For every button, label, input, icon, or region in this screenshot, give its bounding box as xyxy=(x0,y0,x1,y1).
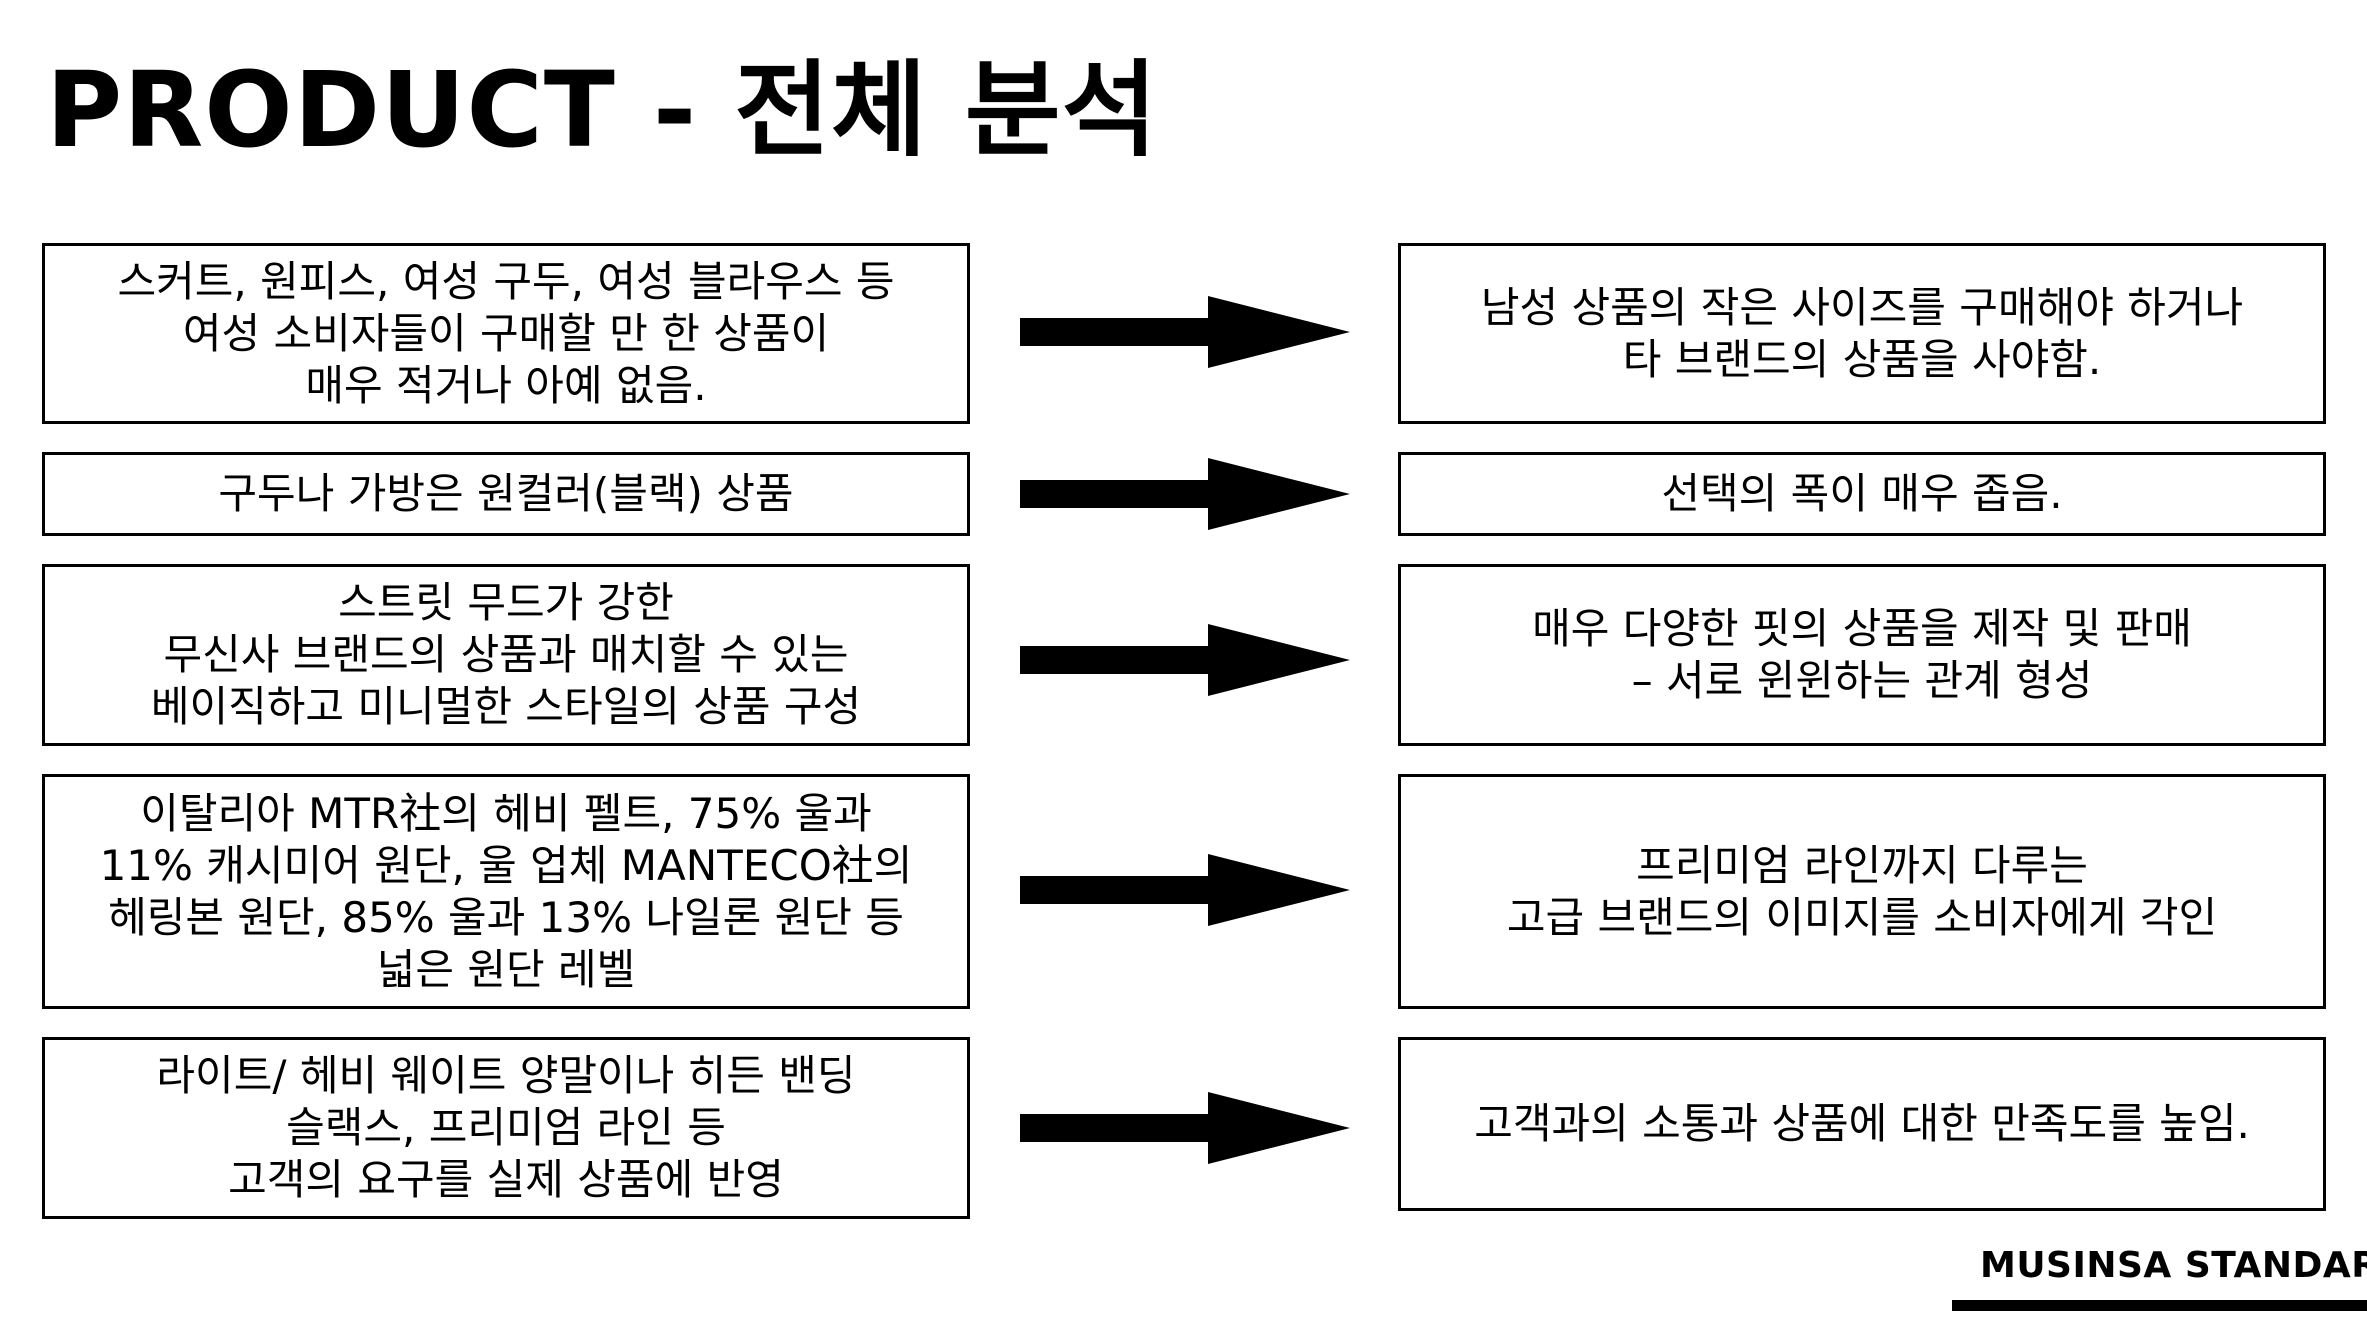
result-box-5: 고객과의 소통과 상품에 대한 만족도를 높임. xyxy=(1398,1037,2326,1211)
right-arrow-icon xyxy=(1020,296,1350,368)
problem-box-3: 스트릿 무드가 강한 무신사 브랜드의 상품과 매치할 수 있는 베이직하고 미… xyxy=(42,564,970,746)
result-box-2: 선택의 폭이 매우 좁음. xyxy=(1398,452,2326,536)
right-arrow-icon xyxy=(1020,624,1350,696)
brand-underline xyxy=(1952,1300,2367,1311)
result-box-3: 매우 다양한 핏의 상품을 제작 및 판매 – 서로 윈윈하는 관계 형성 xyxy=(1398,564,2326,746)
problem-box-2: 구두나 가방은 원컬러(블랙) 상품 xyxy=(42,452,970,536)
result-box-1: 남성 상품의 작은 사이즈를 구매해야 하거나 타 브랜드의 상품을 사야함. xyxy=(1398,243,2326,424)
page-title: PRODUCT - 전체 분석 xyxy=(46,49,1159,171)
result-box-4: 프리미엄 라인까지 다루는 고급 브랜드의 이미지를 소비자에게 각인 xyxy=(1398,774,2326,1009)
problem-box-1: 스커트, 원피스, 여성 구두, 여성 블라우스 등 여성 소비자들이 구매할 … xyxy=(42,243,970,424)
right-arrow-icon xyxy=(1020,854,1350,926)
right-arrow-icon xyxy=(1020,458,1350,530)
brand-logo: MUSINSA STANDARD xyxy=(1980,1245,2367,1286)
problem-box-4: 이탈리아 MTR社의 헤비 펠트, 75% 울과 11% 캐시미어 원단, 울 … xyxy=(42,774,970,1009)
right-arrow-icon xyxy=(1020,1092,1350,1164)
problem-box-5: 라이트/ 헤비 웨이트 양말이나 히든 밴딩 슬랙스, 프리미엄 라인 등 고객… xyxy=(42,1037,970,1219)
